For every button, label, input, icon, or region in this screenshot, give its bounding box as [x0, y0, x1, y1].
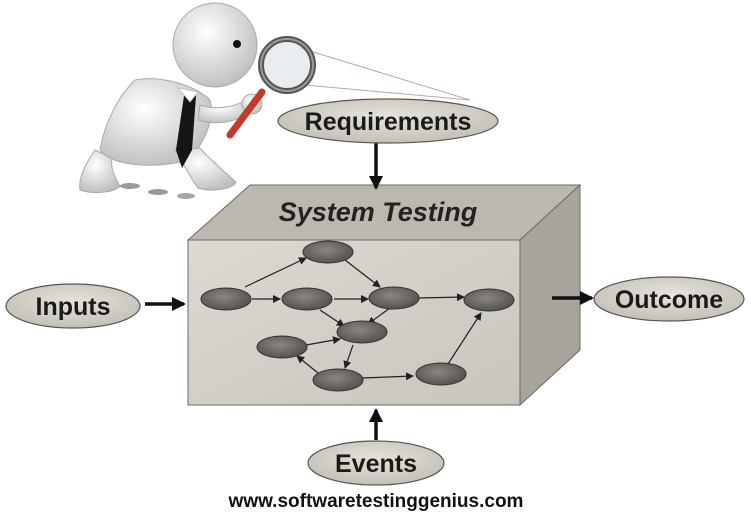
flow-node — [415, 362, 467, 386]
magnifying-glass-icon — [226, 36, 471, 139]
flow-node — [463, 288, 515, 312]
website-url: www.softwaretestinggenius.com — [228, 491, 524, 512]
flow-node — [302, 240, 354, 264]
outcome-label: Outcome — [615, 286, 723, 314]
inputs-oval: Inputs — [5, 283, 141, 329]
diagram-title: System Testing — [279, 197, 478, 227]
requirements-oval: Requirements — [277, 98, 499, 144]
flow-node — [200, 287, 252, 311]
flow-node — [336, 320, 388, 344]
flow-node — [256, 335, 308, 359]
outcome-oval: Outcome — [593, 276, 745, 322]
flow-network — [200, 240, 515, 392]
flow-node — [281, 287, 333, 311]
events-oval: Events — [307, 440, 445, 486]
events-label: Events — [335, 450, 417, 478]
requirements-label: Requirements — [305, 108, 472, 136]
flow-node — [368, 286, 420, 310]
flow-node — [312, 368, 364, 392]
detective-figure-icon — [79, 2, 263, 199]
inputs-label: Inputs — [36, 293, 111, 321]
